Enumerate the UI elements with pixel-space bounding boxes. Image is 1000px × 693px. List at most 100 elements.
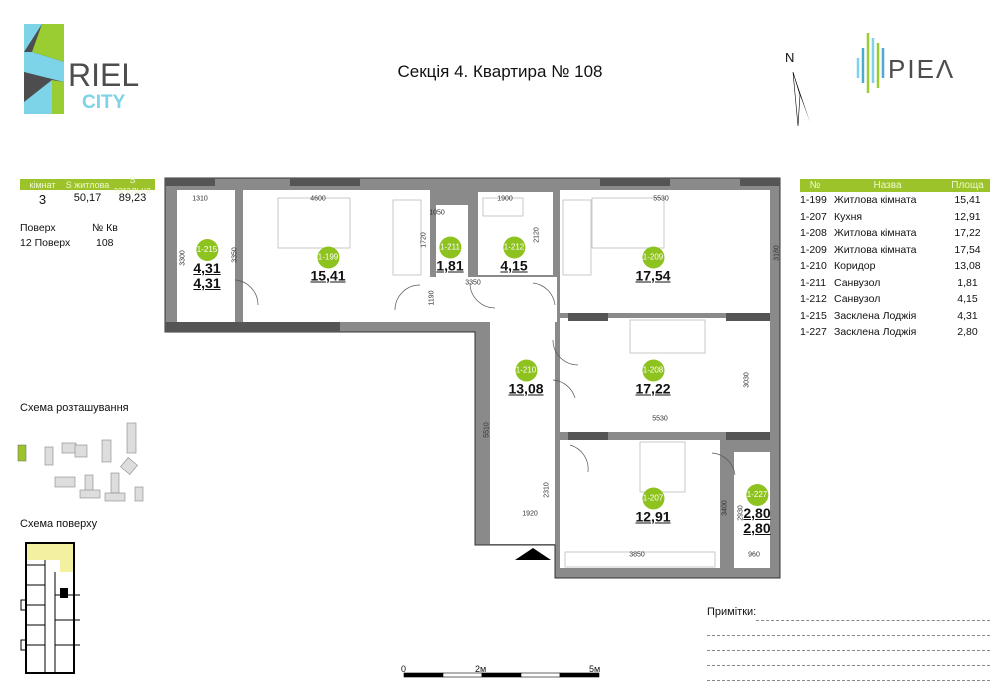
room-number: 1-211 <box>800 276 827 289</box>
room-id-badge: 1-209 <box>641 246 664 269</box>
dimension-label: 5530 <box>652 415 668 423</box>
dimension-label: 1310 <box>192 195 208 203</box>
room-area: 4,15 <box>957 293 978 306</box>
apartment-summary: кімнат S житлова S загальна 3 50,17 89,2… <box>20 175 155 251</box>
room-area: 4,15 <box>500 257 528 274</box>
room-area: 4,31 <box>193 260 221 276</box>
room-name: Засклена Лоджія <box>834 309 917 322</box>
dimension-label: 3030 <box>743 372 751 388</box>
dimension-label: 1050 <box>429 209 445 217</box>
piea-logo: PIEΛ <box>856 33 955 93</box>
room-area: 15,41 <box>310 267 346 284</box>
compass-arrow-icon <box>792 71 810 127</box>
compass-north-label: N <box>785 50 795 65</box>
room-name: Житлова кімната <box>834 227 917 240</box>
room-id-badge: 1-208 <box>641 359 664 382</box>
logo-text-city: CITY <box>82 92 126 113</box>
room-id-badge: 1-212 <box>503 236 525 259</box>
room-area-secondary: 2,80 <box>743 520 771 536</box>
floor-value: 12 Поверх <box>20 237 71 249</box>
room-number: 1-227 <box>800 326 827 339</box>
room-id-badge: 1-227 <box>746 484 768 506</box>
scale-label-5m: 5м <box>589 664 601 674</box>
room-number: 1-209 <box>800 243 827 256</box>
dimension-label: 960 <box>748 551 760 559</box>
summary-values: 3 50,17 89,23 <box>20 192 155 207</box>
room-area-secondary: 4,31 <box>193 275 221 291</box>
table-row: 1-227 Засклена Лоджія 2,80 <box>800 324 990 341</box>
room-name: Житлова кімната <box>834 243 917 256</box>
page-title: Секція 4. Квартира № 108 <box>397 62 603 81</box>
dimension-label: 3350 <box>231 247 239 263</box>
table-row: 1-207 Кухня 12,91 <box>800 209 990 226</box>
room-id-badge: 1-210 <box>514 359 537 382</box>
location-scheme-label: Схема розташування <box>20 402 129 414</box>
dimension-label: 3180 <box>773 245 781 261</box>
doors <box>234 279 736 476</box>
room-number: 1-199 <box>800 194 827 207</box>
dimension-label: 4600 <box>310 195 326 203</box>
room-area: 13,08 <box>954 260 981 273</box>
rooms-table-header: № Назва Площа <box>800 179 990 192</box>
room-number: 1-212 <box>800 293 827 306</box>
scale-bar <box>403 672 600 678</box>
dimension-label: 5530 <box>653 195 669 203</box>
highlighted-apartment <box>27 544 73 572</box>
logo-text-piea: PIEΛ <box>888 54 955 84</box>
room-number: 1-207 <box>800 210 827 223</box>
room-name: Житлова кімната <box>834 194 917 207</box>
scale-label-2m: 2м <box>475 664 487 674</box>
room-area: 12,91 <box>954 210 981 223</box>
room-area: 1,81 <box>957 276 978 289</box>
room-name: Коридор <box>834 260 876 273</box>
dimension-label: 1900 <box>497 195 513 203</box>
table-row: 1-199 Житлова кімната 15,41 <box>800 192 990 209</box>
room-id-badge: 1-211 <box>439 236 461 259</box>
dimension-label: 3350 <box>465 279 481 287</box>
dimension-label: 1920 <box>522 510 538 518</box>
dimension-label: 1190 <box>428 290 436 306</box>
apartment-number-label: № Кв <box>92 222 118 234</box>
room-name: Кухня <box>834 210 863 223</box>
riel-city-logo: RIEL CITY <box>24 24 139 114</box>
dimension-label: 2310 <box>543 482 551 498</box>
location-scheme-map <box>17 422 144 502</box>
dimension-label: 2930 <box>737 505 745 521</box>
scale-bar-segment <box>559 672 600 678</box>
col-number: № <box>809 180 821 191</box>
room-area: 17,22 <box>635 380 671 397</box>
room-id-badge: 1-215 <box>196 239 218 261</box>
room-area: 17,54 <box>635 267 671 284</box>
room-area: 2,80 <box>957 326 978 339</box>
room-area: 15,41 <box>954 194 981 207</box>
scale-label-0: 0 <box>401 664 407 674</box>
room-name: Засклена Лоджія <box>834 326 917 339</box>
room-name: Санвузол <box>834 276 881 289</box>
dimension-label: 3850 <box>629 551 645 559</box>
col-name: Назва <box>873 180 902 191</box>
header-total-area: S загальна <box>113 174 152 195</box>
dimension-label: 3300 <box>179 250 187 266</box>
living-area-value: 50,17 <box>73 192 102 204</box>
entrance-arrow-icon <box>515 548 551 560</box>
header-living-area: S житлова <box>65 179 110 190</box>
header-rooms: кімнат <box>29 179 56 190</box>
room-area: 1,81 <box>436 257 464 274</box>
apartment-number-value: 108 <box>96 237 114 249</box>
room-area: 12,91 <box>635 508 671 525</box>
floor-scheme-map <box>20 542 80 674</box>
